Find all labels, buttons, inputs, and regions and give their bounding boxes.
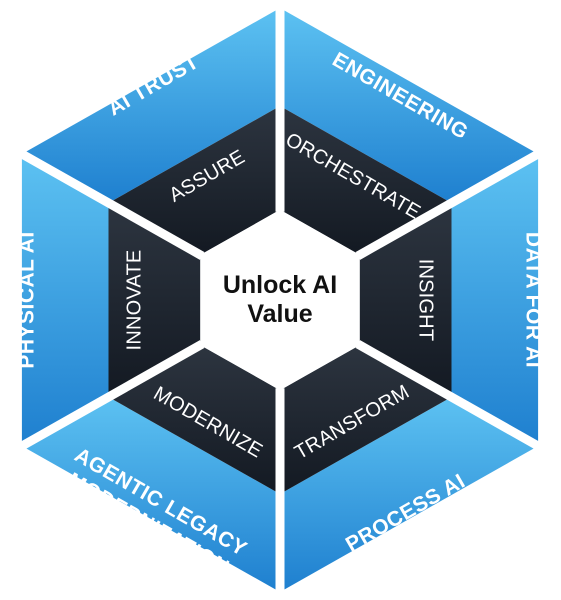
outer-segment [280,8,539,203]
inner-segment [108,345,280,494]
outer-segment-label: DATA FOR AI [521,232,544,368]
inner-ring [108,106,452,494]
segment-divider [355,149,543,260]
outer-segment [21,397,281,592]
inner-segment [108,106,280,255]
center-title-line2: Value [247,300,312,328]
outer-ring [21,8,539,592]
inner-segment [108,203,201,397]
outer-segment [451,154,539,446]
center-title-line1: Unlock AI [223,271,337,299]
segment-divider [355,340,543,451]
inner-segment-label: INSIGHT [415,259,437,342]
segment-divider [17,340,205,451]
outer-segment [21,154,109,446]
inner-segment [359,203,452,397]
outer-segment [280,397,539,592]
center-hexagon [200,209,360,391]
segment-divider [17,149,205,260]
inner-segment-label: INNOVATE [123,250,145,351]
segment-dividers [17,6,543,594]
inner-segment [280,106,452,255]
inner-segment [280,345,452,494]
outer-segment [21,8,281,203]
outer-segment-label: PHYSICAL AI [16,231,39,368]
